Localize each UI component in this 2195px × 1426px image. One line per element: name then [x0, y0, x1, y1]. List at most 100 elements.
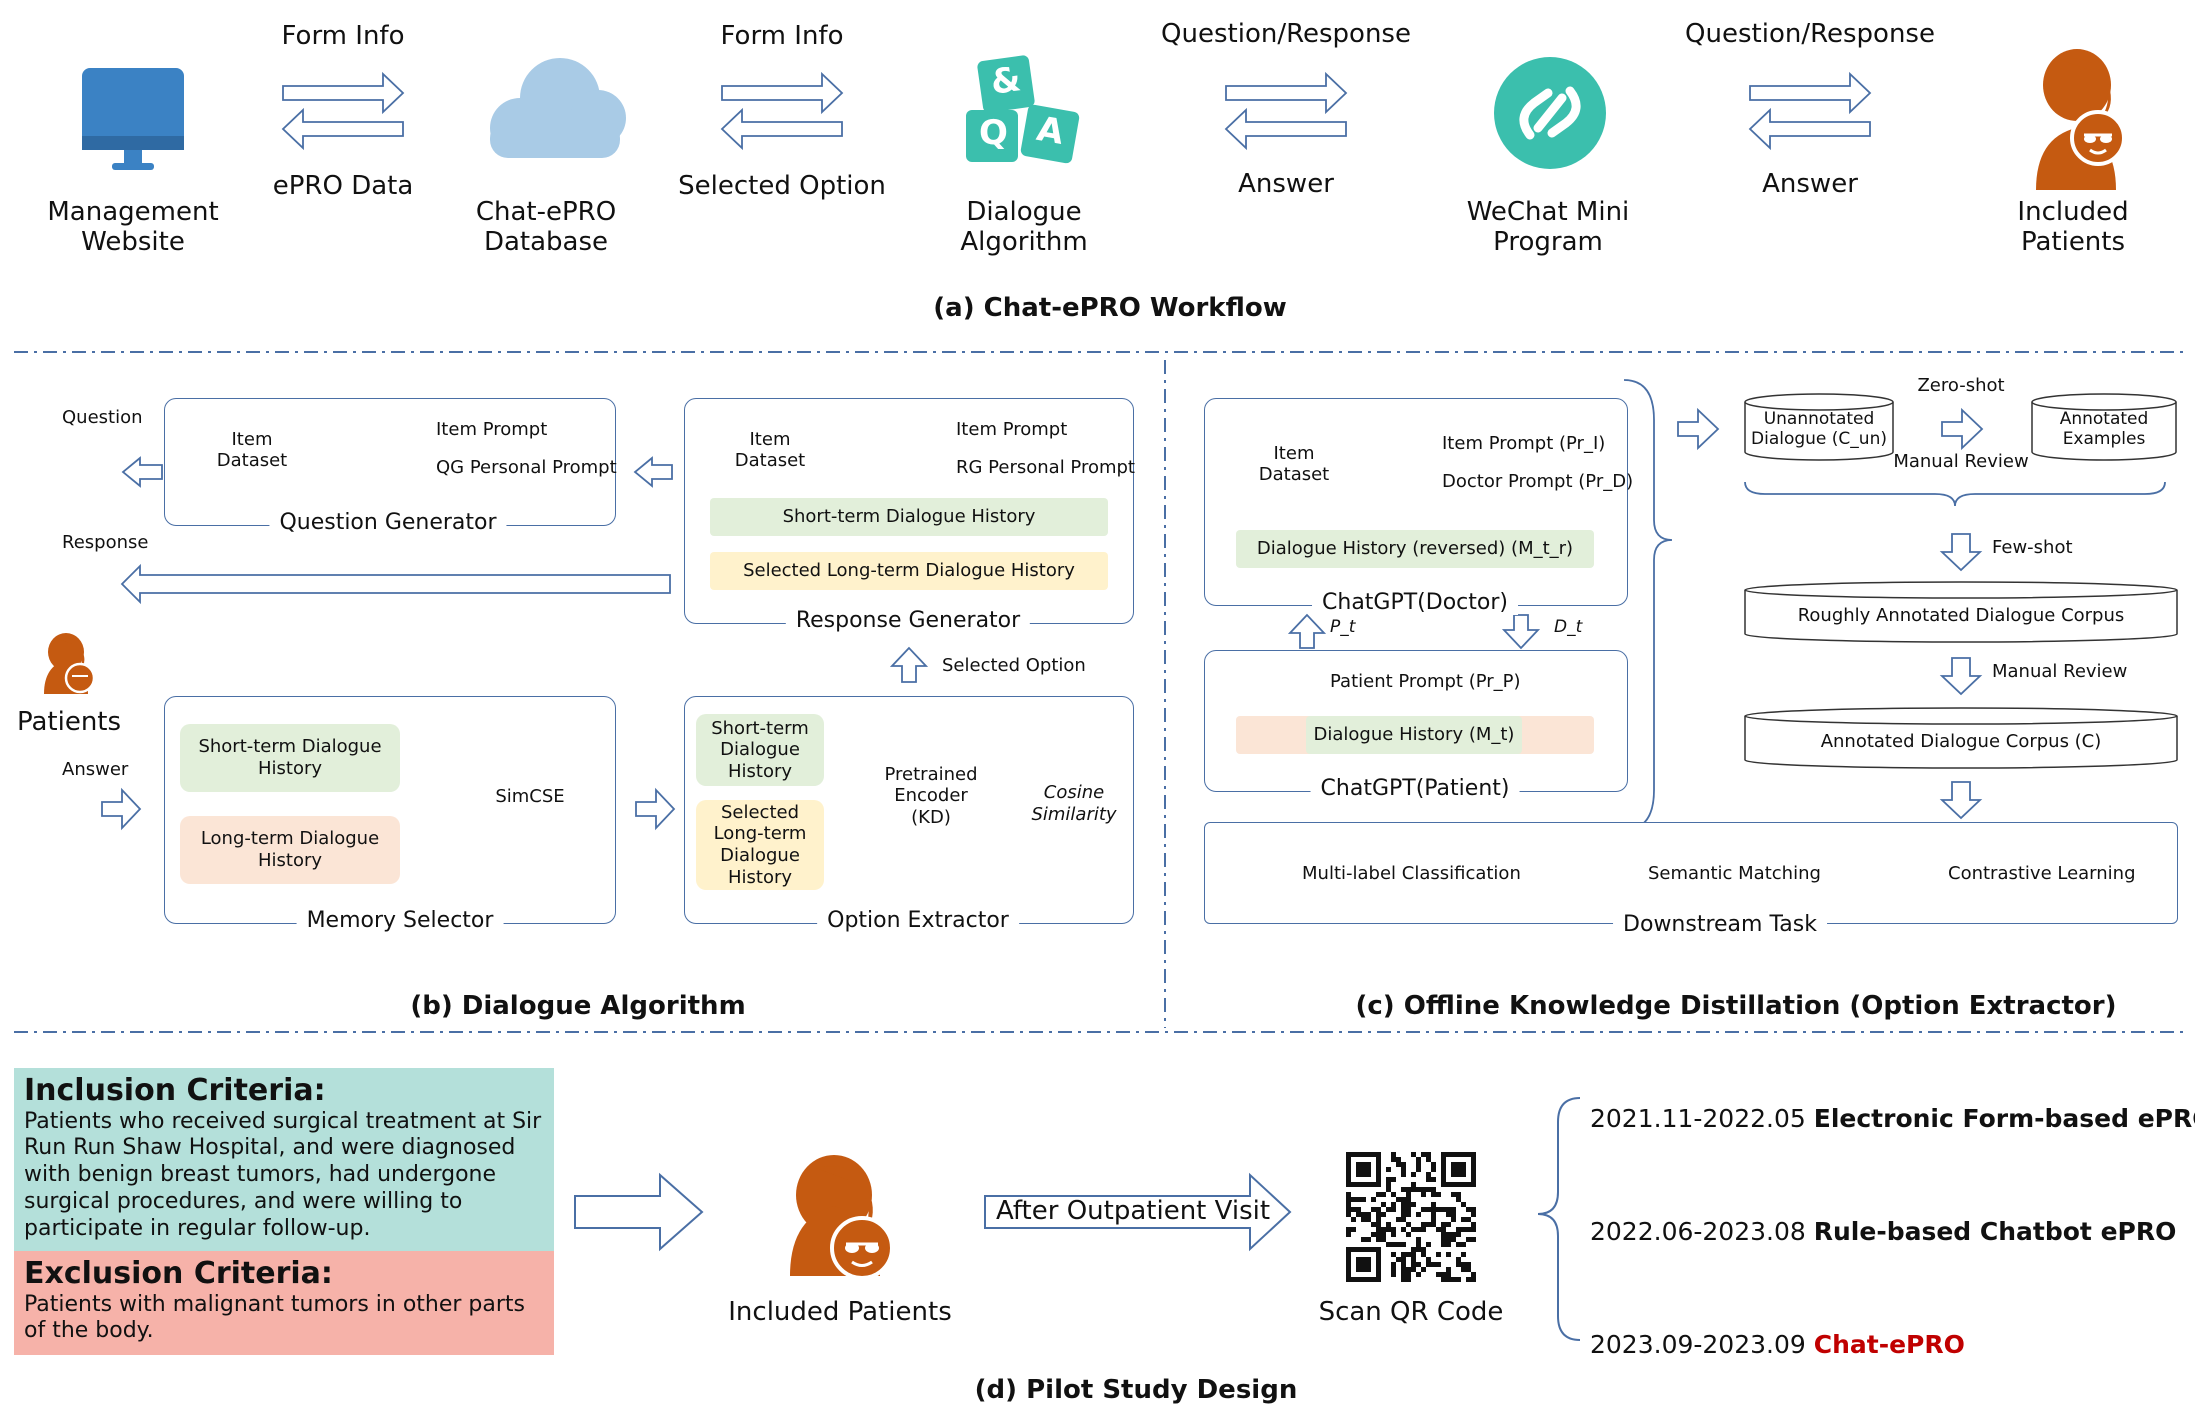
encoder-label: Pretrained Encoder (KD): [884, 763, 978, 828]
oe-short-history: Short-term Dialogue History: [696, 714, 824, 786]
annotated-corpus-label: Annotated Dialogue Corpus (C): [1820, 731, 2102, 753]
caption-c: (c) Offline Knowledge Distillation (Opti…: [1355, 991, 2117, 1021]
workflow-arrow-4-top-label: Question/Response: [1685, 19, 1935, 49]
qa-icon: [966, 55, 1080, 164]
timeline-item-1: 2021.11-2022.05 Electronic Form-based eP…: [1590, 1104, 2195, 1133]
simcse-label: SimCSE: [495, 786, 565, 808]
wechat-mini-program-icon: [1494, 57, 1606, 169]
exclusion-criteria: Exclusion Criteria: Patients with malign…: [14, 1251, 554, 1355]
rg-personal-prompt: RG Personal Prompt: [956, 457, 1135, 478]
doctor-item-prompt: Item Prompt (Pr_I): [1442, 433, 1606, 454]
caption-b: (b) Dialogue Algorithm: [410, 991, 746, 1021]
ms-short-history: Short-term Dialogue History: [180, 724, 400, 792]
annotated-examples-cylinder: [2031, 393, 2177, 461]
cloud-icon: [490, 58, 626, 158]
inclusion-text: Patients who received surgical treatment…: [24, 1108, 542, 1241]
response-label: Response: [62, 532, 149, 553]
workflow-arrow-2-bottom-label: Selected Option: [678, 171, 886, 201]
task-semantic-matching: Semantic Matching: [1648, 863, 1821, 884]
included-patient-icon: [790, 1155, 894, 1280]
patient-icon: [2036, 49, 2126, 190]
question-arrow: [121, 456, 163, 488]
workflow-arrow-2: [720, 71, 844, 151]
selected-option-up-arrow: [889, 646, 929, 683]
patient-prompt: Patient Prompt (Pr_P): [1330, 671, 1521, 692]
inclusion-title: Inclusion Criteria:: [24, 1073, 326, 1108]
rough-corpus-cylinder: [1744, 581, 2178, 643]
selected-option-label: Selected Option: [942, 655, 1086, 676]
timeline-brace: [1537, 1097, 1581, 1341]
response-arrow: [120, 563, 671, 605]
downstream-box: [1204, 822, 2178, 924]
timeline-2-dates: 2022.06-2023.08: [1590, 1217, 1806, 1246]
answer-label: Answer: [62, 759, 129, 780]
caption-a: (a) Chat-ePRO Workflow: [933, 293, 1287, 323]
timeline-3-name: Chat-ePRO: [1813, 1330, 1965, 1359]
manual-review-arrow: [1939, 657, 1983, 696]
doctor-title: ChatGPT(Doctor): [1312, 590, 1518, 615]
patients-label: Patients: [16, 707, 122, 737]
workflow-arrow-3-bottom-label: Answer: [1238, 169, 1334, 199]
task-contrastive: Contrastive Learning: [1948, 863, 2136, 884]
timeline-item-2: 2022.06-2023.08 Rule-based Chatbot ePRO: [1590, 1217, 2176, 1246]
node-included-patients: Included Patients: [2017, 197, 2129, 257]
node-dialogue-algorithm: Dialogue Algorithm: [960, 197, 1088, 257]
workflow-arrow-1-top-label: Form Info: [281, 21, 405, 51]
oe-long-history: Selected Long-term Dialogue History: [696, 800, 824, 890]
cosine-label: Cosine Similarity: [1031, 782, 1117, 825]
included-patients-label: Included Patients: [728, 1297, 952, 1327]
node-database: Chat-ePRO Database: [475, 197, 617, 257]
memory-selector-title: Memory Selector: [296, 908, 504, 933]
question-generator-title: Question Generator: [269, 510, 507, 535]
manual-review-2-label: Manual Review: [1992, 661, 2128, 682]
annotated-corpus-cylinder: [1744, 707, 2178, 769]
manual-review-1-label: Manual Review: [1893, 451, 2029, 472]
unannotated-cylinder: [1744, 393, 1894, 461]
answer-arrow: [101, 787, 142, 831]
doctor-prompt: Doctor Prompt (Pr_D): [1442, 471, 1634, 492]
workflow-arrow-4-bottom-label: Answer: [1762, 169, 1858, 199]
annotated-examples-label: Annotated Examples: [2059, 408, 2149, 449]
criteria-arrow: [574, 1172, 704, 1252]
scan-qr-label: Scan QR Code: [1318, 1297, 1504, 1327]
option-extractor-title: Option Extractor: [817, 908, 1019, 933]
rg-to-qg-arrow: [633, 456, 673, 488]
question-label: Question: [62, 407, 143, 428]
workflow-arrow-3-top-label: Question/Response: [1161, 19, 1411, 49]
timeline-1-name: Electronic Form-based ePRO: [1813, 1104, 2195, 1133]
zero-shot-arrow: [1941, 407, 1984, 451]
exclusion-text: Patients with malignant tumors in other …: [24, 1291, 526, 1344]
outpatient-arrow: [984, 1172, 1292, 1252]
review-brace: [1744, 481, 2166, 507]
few-shot-label: Few-shot: [1992, 537, 2073, 558]
task-multilabel: Multi-label Classification: [1302, 863, 1521, 884]
qg-dataset-label: Item Dataset: [216, 429, 288, 471]
rg-short-history: Short-term Dialogue History: [710, 498, 1108, 536]
node-wechat: WeChat Mini Program: [1466, 197, 1630, 257]
workflow-arrow-4: [1748, 71, 1872, 151]
qg-personal-prompt: QG Personal Prompt: [436, 457, 617, 478]
doctor-dataset-label: Item Dataset: [1258, 443, 1330, 485]
rough-corpus-label: Roughly Annotated Dialogue Corpus: [1797, 605, 2125, 627]
zero-shot-label: Zero-shot: [1917, 375, 2005, 396]
timeline-1-dates: 2021.11-2022.05: [1590, 1104, 1806, 1133]
dt-label: D_t: [1554, 617, 1583, 637]
rg-long-history: Selected Long-term Dialogue History: [710, 552, 1108, 590]
rg-dataset-label: Item Dataset: [734, 429, 806, 471]
ms-long-history: Long-term Dialogue History: [180, 816, 400, 884]
few-shot-arrow: [1939, 533, 1983, 572]
inclusion-criteria: Inclusion Criteria: Patients who receive…: [14, 1068, 554, 1251]
workflow-arrow-1: [281, 71, 405, 151]
node-management-website: Management Website: [47, 197, 219, 257]
workflow-arrow-1-bottom-label: ePRO Data: [272, 171, 414, 201]
pt-up-arrow: [1287, 613, 1327, 649]
ms-to-oe-arrow: [635, 787, 676, 831]
timeline-2-name: Rule-based Chatbot ePRO: [1813, 1217, 2177, 1246]
timeline-3-dates: 2023.09-2023.09: [1590, 1330, 1806, 1359]
unannotated-label: Unannotated Dialogue (C_un): [1751, 408, 1887, 449]
qa-letter-amp: &: [988, 59, 1024, 103]
qr-code: [1346, 1152, 1476, 1282]
qa-letter-q: Q: [979, 113, 1008, 153]
doctor-box: [1204, 398, 1628, 606]
